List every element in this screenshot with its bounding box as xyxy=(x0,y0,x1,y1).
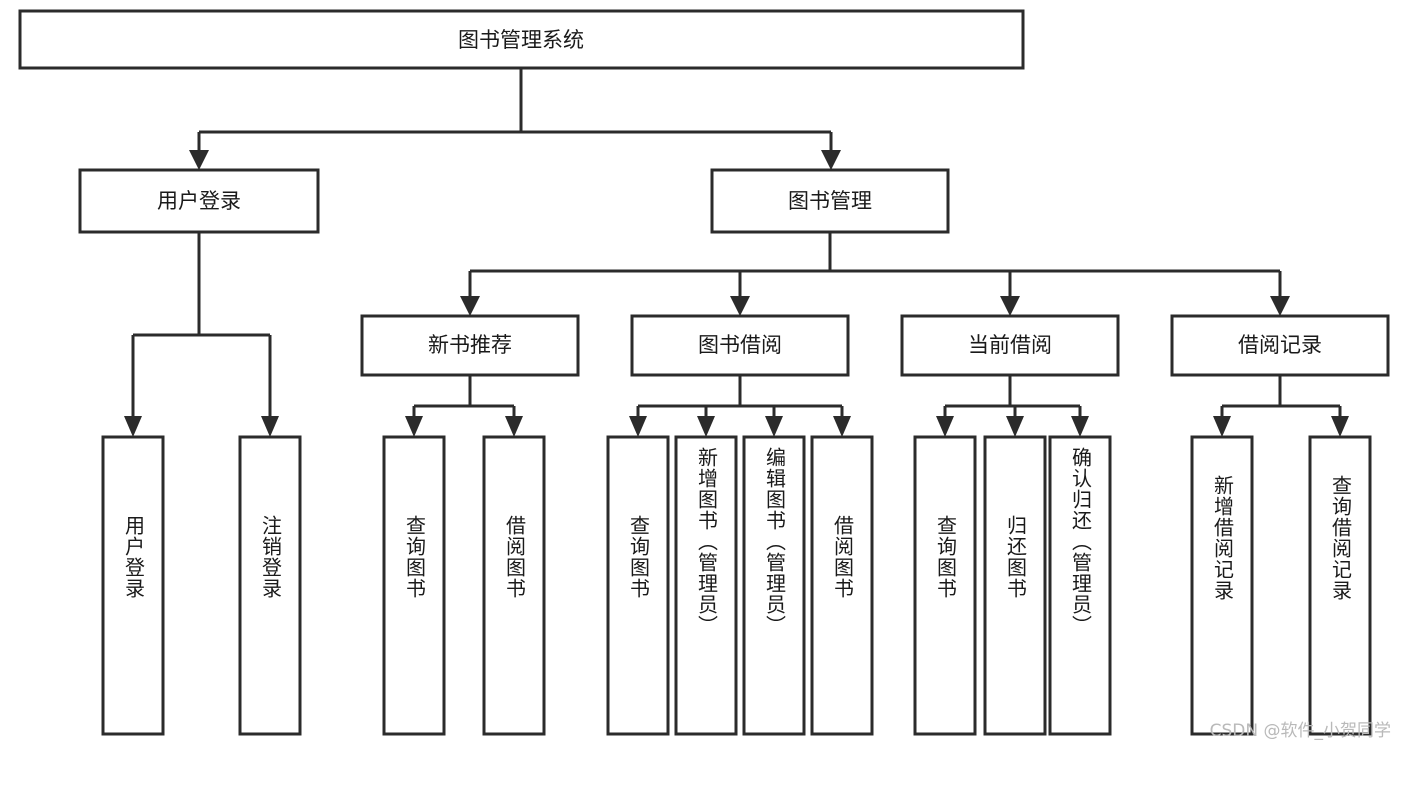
arrow-head-leaf-edit-book xyxy=(765,416,783,437)
node-label-borrow-record: 借阅记录 xyxy=(1238,333,1322,357)
arrow-head-leaf-user-login xyxy=(124,416,142,437)
node-box-new-book-rec xyxy=(360,314,580,377)
connector-book-manage-to-level3 xyxy=(460,232,1290,316)
node-box-leaf-borrow-book-1[interactable] xyxy=(482,435,546,736)
arrow-head-leaf-query-book-3 xyxy=(936,416,954,437)
connector-user-login-to-leaves xyxy=(124,232,279,437)
node-box-title xyxy=(18,9,1025,70)
connector-book-borrow-to-leaves xyxy=(629,375,851,437)
node-borrow-record[interactable]: 借阅记录 xyxy=(1170,314,1390,377)
leaf-node-boxes xyxy=(101,435,1372,736)
arrow-head-leaf-borrow-book-2 xyxy=(833,416,851,437)
node-label-current-borrow: 当前借阅 xyxy=(968,333,1052,357)
node-box-leaf-user-login[interactable] xyxy=(101,435,165,736)
arrow-head-book-borrow xyxy=(730,296,750,316)
node-book-borrow[interactable]: 图书借阅 xyxy=(630,314,850,377)
node-box-leaf-logout[interactable] xyxy=(238,435,302,736)
arrow-head-leaf-query-book-1 xyxy=(405,416,423,437)
node-label-title: 图书管理系统 xyxy=(458,28,584,52)
node-box-user-login xyxy=(78,168,320,234)
arrow-head-new-book-rec xyxy=(460,296,480,316)
connector-current-borrow-to-leaves xyxy=(936,375,1089,437)
node-label-user-login: 用户登录 xyxy=(157,189,241,213)
node-box-leaf-query-record[interactable] xyxy=(1308,435,1372,736)
node-book-manage[interactable]: 图书管理 xyxy=(710,168,950,234)
node-current-borrow[interactable]: 当前借阅 xyxy=(900,314,1120,377)
node-book-management-system[interactable]: 图书管理系统 xyxy=(18,9,1025,70)
arrow-head-user-login xyxy=(189,150,209,170)
node-box-leaf-add-book[interactable] xyxy=(674,435,738,736)
arrow-head-leaf-return-book xyxy=(1006,416,1024,437)
arrow-head-borrow-record xyxy=(1270,296,1290,316)
node-label-new-book-rec: 新书推荐 xyxy=(428,333,512,357)
arrow-head-leaf-confirm-return xyxy=(1071,416,1089,437)
node-box-leaf-borrow-book-2[interactable] xyxy=(810,435,874,736)
node-box-leaf-query-book-3[interactable] xyxy=(913,435,977,736)
node-box-leaf-query-book-1[interactable] xyxy=(382,435,446,736)
arrow-head-leaf-logout xyxy=(261,416,279,437)
node-box-leaf-return-book[interactable] xyxy=(983,435,1047,736)
node-user-login[interactable]: 用户登录 xyxy=(78,168,320,234)
node-label-book-manage: 图书管理 xyxy=(788,189,872,213)
flowchart-canvas: 图书管理系统 用户登录 图书管理 新书推荐 图书借阅 当前借阅 借阅记录 xyxy=(18,9,1390,736)
node-box-book-borrow xyxy=(630,314,850,377)
node-label-book-borrow: 图书借阅 xyxy=(698,333,782,357)
node-box-book-manage xyxy=(710,168,950,234)
arrow-head-leaf-query-record xyxy=(1331,416,1349,437)
connector-root-to-level2 xyxy=(189,68,841,170)
node-box-current-borrow xyxy=(900,314,1120,377)
arrow-head-leaf-borrow-book-1 xyxy=(505,416,523,437)
node-box-leaf-query-book-2[interactable] xyxy=(606,435,670,736)
arrow-head-book-manage xyxy=(821,150,841,170)
arrow-head-leaf-add-record xyxy=(1213,416,1231,437)
node-new-book-rec[interactable]: 新书推荐 xyxy=(360,314,580,377)
node-box-leaf-confirm-return[interactable] xyxy=(1048,435,1112,736)
node-box-borrow-record xyxy=(1170,314,1390,377)
arrow-head-leaf-add-book xyxy=(697,416,715,437)
node-box-leaf-edit-book[interactable] xyxy=(742,435,806,736)
flowchart-diagram: 图书管理系统 用户登录 图书管理 新书推荐 图书借阅 当前借阅 借阅记录 xyxy=(18,9,1391,741)
connector-new-book-rec-to-leaves xyxy=(405,375,523,437)
connector-borrow-record-to-leaves xyxy=(1213,375,1349,437)
arrow-head-current-borrow xyxy=(1000,296,1020,316)
node-box-leaf-add-record[interactable] xyxy=(1190,435,1254,736)
arrow-head-leaf-query-book-2 xyxy=(629,416,647,437)
